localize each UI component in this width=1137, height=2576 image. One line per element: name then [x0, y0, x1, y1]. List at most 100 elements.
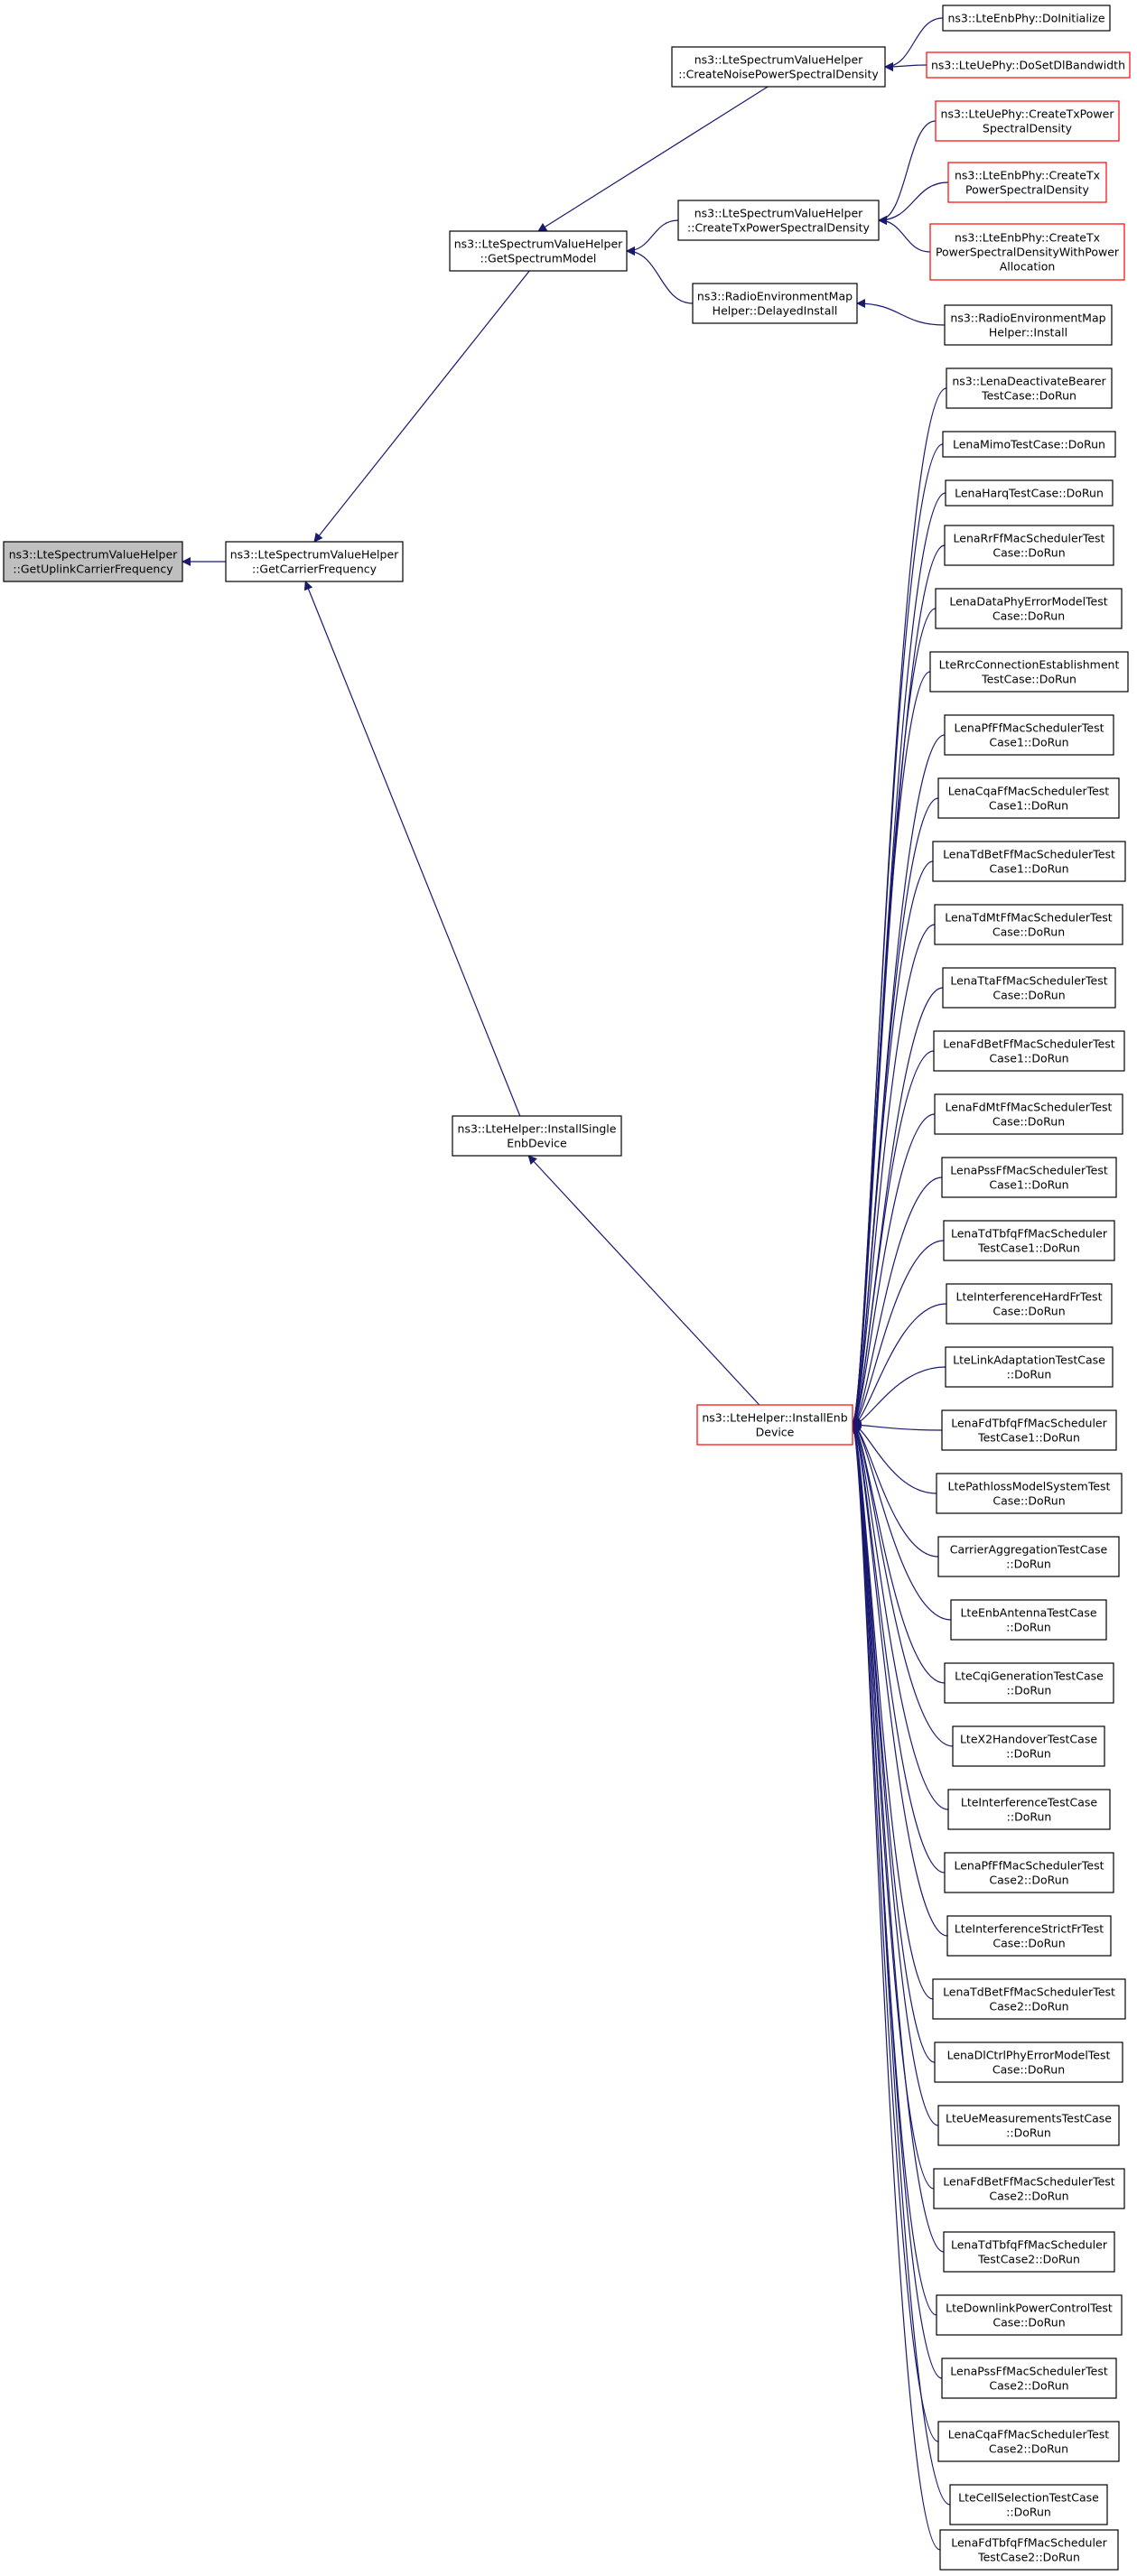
node-enbPhyCreateTxPsd[interactable]: ns3::LteEnbPhy::CreateTxPowerSpectralDen… — [947, 162, 1107, 203]
node-label-line: Case::DoRun — [993, 1115, 1065, 1129]
node-label-line: Case2::DoRun — [989, 2000, 1068, 2013]
node-label-line: TestCase1::DoRun — [977, 1431, 1080, 1445]
node-createNoisePsd[interactable]: ns3::LteSpectrumValueHelper::CreateNoise… — [671, 46, 886, 88]
node-label-line: ::GetSpectrumModel — [480, 252, 597, 265]
nodes-layer: ns3::LteSpectrumValueHelper::GetUplinkCa… — [3, 5, 1131, 2571]
node-box — [452, 1115, 622, 1157]
node-label-line: LteLinkAdaptationTestCase — [953, 1353, 1105, 1367]
node-t02[interactable]: LenaMimoTestCase::DoRun — [942, 431, 1116, 458]
node-remDelayedInstall[interactable]: ns3::RadioEnvironmentMapHelper::DelayedI… — [692, 283, 858, 324]
node-getSpectrumModel[interactable]: ns3::LteSpectrumValueHelper::GetSpectrum… — [449, 230, 628, 272]
node-createTxPsd[interactable]: ns3::LteSpectrumValueHelper::CreateTxPow… — [677, 200, 880, 241]
node-label-line: LteCellSelectionTestCase — [958, 2491, 1099, 2505]
node-box — [934, 904, 1123, 945]
node-label-line: LenaRrFfMacSchedulerTest — [954, 532, 1105, 545]
node-t17[interactable]: LteLinkAdaptationTestCase::DoRun — [945, 1346, 1114, 1388]
node-t03[interactable]: LenaHarqTestCase::DoRun — [945, 479, 1114, 507]
node-label-line: ::GetCarrierFrequency — [252, 563, 377, 576]
call-edge — [878, 120, 937, 225]
node-label-line: PowerSpectralDensity — [965, 183, 1090, 197]
node-label-line: Case2::DoRun — [989, 2442, 1068, 2456]
node-t24[interactable]: LteInterferenceTestCase::DoRun — [947, 1789, 1111, 1830]
node-enbPhyCreateTxPsdPa[interactable]: ns3::LteEnbPhy::CreateTxPowerSpectralDen… — [929, 223, 1125, 281]
node-label-line: SpectralDensity — [983, 122, 1073, 135]
edge-path-enbPhyCreateTxPsdPa-to-createTxPsd — [878, 216, 931, 253]
node-box — [937, 777, 1120, 819]
node-uePhyCreateTxPsd[interactable]: ns3::LteUePhy::CreateTxPowerSpectralDens… — [935, 100, 1120, 142]
call-edge — [852, 1050, 935, 1426]
node-box — [945, 1346, 1114, 1388]
node-label-line: LenaTdBetFfMacSchedulerTest — [943, 848, 1115, 861]
node-t29[interactable]: LteUeMeasurementsTestCase::DoRun — [937, 2105, 1120, 2146]
node-box — [944, 304, 1113, 346]
call-edge — [303, 581, 521, 1117]
node-t35[interactable]: LteCellSelectionTestCase::DoRun — [949, 2484, 1108, 2525]
node-enbPhyDoInitialize[interactable]: ns3::LteEnbPhy::DoInitialize — [942, 5, 1111, 32]
edge-path-t15-to-installEnbDevice — [852, 1240, 945, 1427]
node-label-line: Case::DoRun — [993, 1494, 1065, 1508]
node-label-line: ns3::LteEnbPhy::CreateTx — [955, 231, 1100, 245]
call-edge — [852, 924, 936, 1426]
node-box — [671, 46, 886, 88]
call-edge — [852, 1424, 946, 1874]
node-box — [936, 2294, 1123, 2336]
node-label-line: LenaCqaFfMacSchedulerTest — [948, 2428, 1110, 2441]
node-label-line: LenaTdMtFfMacSchedulerTest — [945, 911, 1112, 925]
node-getCarrierFrequency[interactable]: ns3::LteSpectrumValueHelper::GetCarrierF… — [225, 541, 404, 582]
node-label-line: Case1::DoRun — [989, 1178, 1068, 1192]
node-label-line: ns3::LteEnbPhy::DoInitialize — [947, 12, 1104, 25]
node-t21[interactable]: LteEnbAntennaTestCase::DoRun — [950, 1599, 1107, 1641]
edge-path-remInstall-to-remDelayedInstall — [856, 299, 946, 326]
node-t06[interactable]: LteRrcConnectionEstablishmentTestCase::D… — [929, 651, 1129, 693]
node-uePhyDoSetDlBandwidth[interactable]: ns3::LteUePhy::DoSetDlBandwidth — [926, 51, 1131, 79]
node-box — [946, 1915, 1112, 1957]
node-label-line: ns3::LteUePhy::CreateTxPower — [941, 107, 1115, 121]
node-t22[interactable]: LteCqiGenerationTestCase::DoRun — [944, 1662, 1114, 1704]
node-label-line: LteInterferenceStrictFrTest — [955, 1922, 1104, 1936]
node-box — [949, 2484, 1108, 2525]
node-label-line: LenaDataPhyErrorModelTest — [949, 595, 1107, 609]
edge-path-enbPhyDoInitialize-to-createNoisePsd — [884, 17, 944, 71]
node-t20[interactable]: CarrierAggregationTestCase::DoRun — [937, 1536, 1120, 1577]
node-box — [677, 200, 880, 241]
node-t23[interactable]: LteX2HandoverTestCase::DoRun — [952, 1725, 1105, 1767]
node-label-line: ::DoRun — [1007, 1684, 1052, 1697]
node-label-line: Case::DoRun — [993, 546, 1065, 560]
edge-path-t34-to-installEnbDevice — [852, 1424, 939, 2442]
node-label-line: PowerSpectralDensityWithPower — [936, 246, 1120, 259]
node-box — [945, 479, 1114, 507]
edge-path-enbPhyCreateTxPsd-to-createTxPsd — [878, 181, 949, 225]
call-edge — [852, 1240, 945, 1427]
call-edge — [852, 1424, 949, 1810]
call-edge — [537, 86, 769, 232]
node-label-line: Case::DoRun — [993, 609, 1065, 623]
